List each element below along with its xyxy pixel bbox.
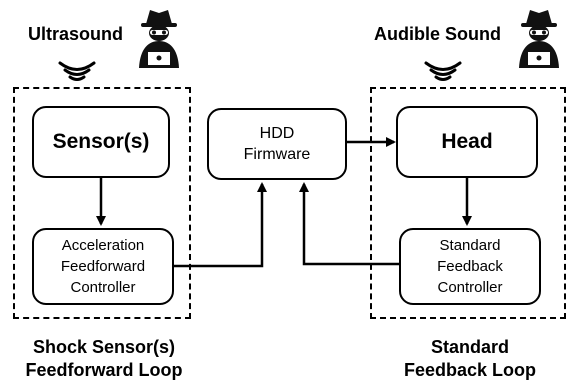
standard-loop-caption: Standard Feedback Loop	[403, 337, 537, 380]
hacker-icon	[139, 10, 179, 68]
sound-waves-icon	[424, 61, 462, 81]
audible-sound-label: Audible Sound	[374, 24, 501, 44]
hacker-icon	[519, 10, 559, 68]
standard-controller-box: Standard Feedback Controller	[399, 228, 541, 305]
hdd-firmware-label: HDD Firmware	[243, 125, 311, 163]
shock-loop-caption: Shock Sensor(s) Feedforward Loop	[25, 337, 183, 380]
sensors-label: Sensor(s)	[52, 130, 150, 153]
acceleration-controller-box: Acceleration Feedforward Controller	[32, 228, 174, 305]
head-label: Head	[441, 130, 493, 153]
sensors-box: Sensor(s)	[32, 106, 170, 178]
shock-loop-group	[13, 87, 191, 319]
head-box: Head	[396, 106, 538, 178]
hdd-firmware-box: HDD Firmware	[207, 108, 347, 180]
acceleration-controller-label: Acceleration Feedforward Controller	[60, 237, 146, 296]
standard-loop-group	[370, 87, 566, 319]
standard-controller-label: Standard Feedback Controller	[437, 237, 503, 296]
ultrasound-label: Ultrasound	[28, 24, 124, 44]
sound-waves-icon	[58, 61, 96, 81]
